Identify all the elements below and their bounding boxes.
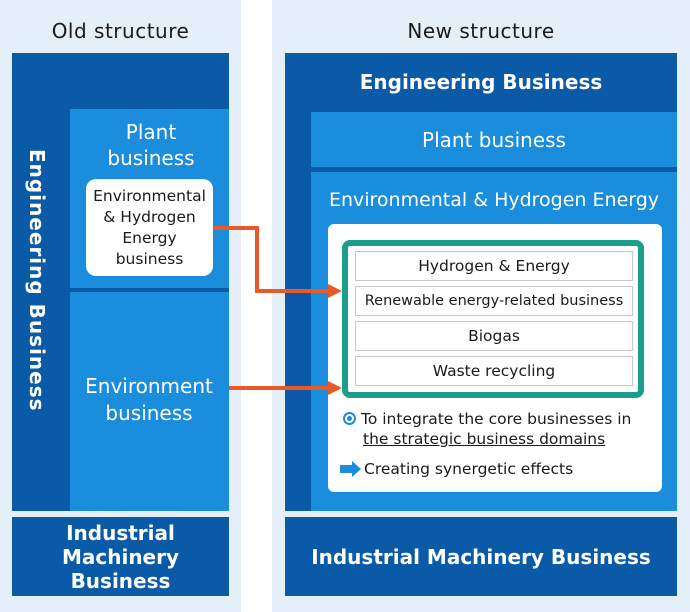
old-industrial-machinery-block: Industrial Machinery Business bbox=[12, 517, 229, 596]
environment-arrowhead bbox=[328, 381, 342, 395]
old-engineering-business-label: Engineering Business bbox=[25, 148, 49, 412]
arrow-right-icon bbox=[340, 461, 361, 477]
core-businesses-frame bbox=[342, 240, 644, 398]
new-engineering-business-label: Engineering Business bbox=[359, 70, 603, 94]
core-item-biogas: Biogas bbox=[355, 321, 633, 351]
integrate-note-line1: To integrate the core businesses in bbox=[361, 410, 632, 428]
old-structure-header: Old structure bbox=[51, 19, 190, 43]
old-environment-business-label: Environment business bbox=[85, 374, 213, 425]
core-item-hydrogen-energy: Hydrogen & Energy bbox=[355, 251, 633, 281]
core-item-renewable-energy: Renewable energy-related business bbox=[355, 286, 633, 316]
new-industrial-machinery-block: Industrial Machinery Business bbox=[285, 517, 677, 596]
new-env-hydrogen-label: Environmental & Hydrogen Energy bbox=[328, 189, 660, 211]
env-hydrogen-arrow bbox=[213, 226, 330, 293]
synergy-note: Creating synergetic effects bbox=[364, 460, 574, 478]
integrate-note-line2: the strategic business domains bbox=[363, 430, 606, 448]
env-hydrogen-arrowhead bbox=[328, 284, 342, 298]
new-structure-header: New structure bbox=[407, 19, 555, 43]
core-item-waste-recycling: Waste recycling bbox=[355, 356, 633, 386]
new-plant-business-block: Plant business bbox=[311, 112, 677, 167]
old-env-hydrogen-box: Environmental & Hydrogen Energy business bbox=[86, 179, 213, 276]
circle-bullet-icon bbox=[343, 412, 356, 425]
old-environment-business-block bbox=[70, 292, 229, 511]
old-plant-business-label: Plant business bbox=[107, 120, 195, 170]
